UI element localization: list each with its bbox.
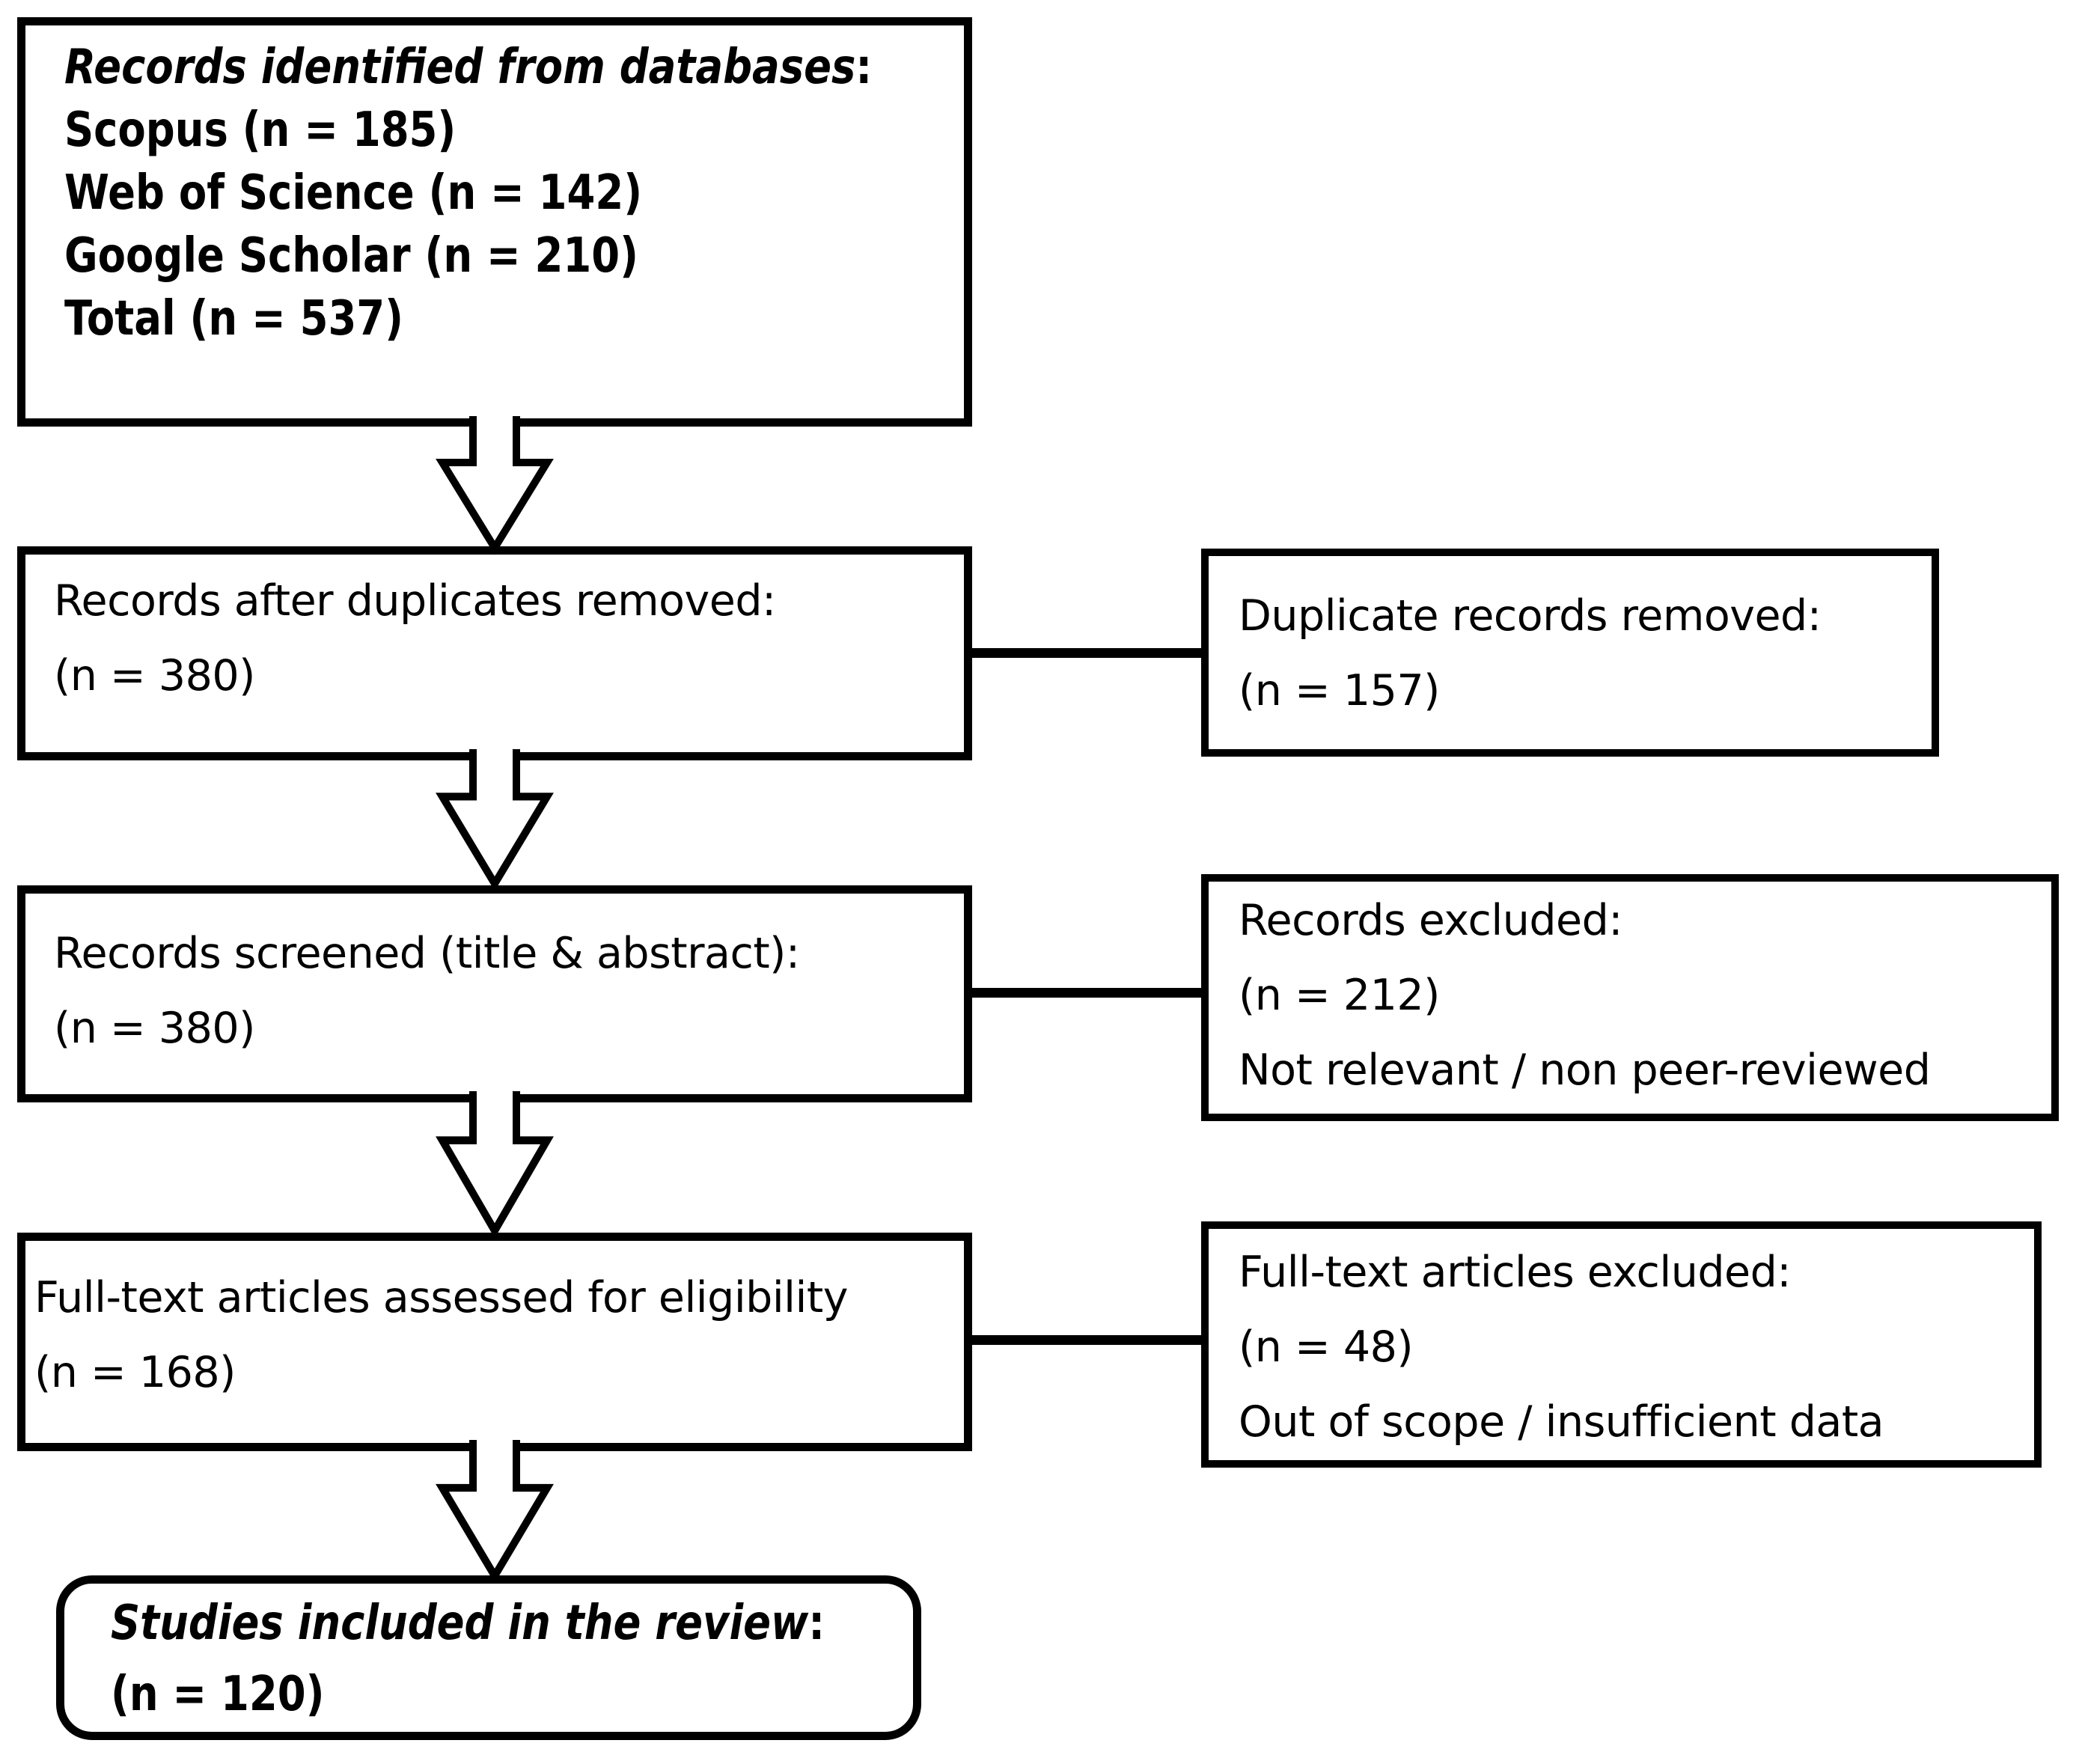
connector-line	[964, 648, 1205, 658]
records-excluded-side-box: Records excluded: (n = 212) Not relevant…	[1201, 874, 2059, 1121]
identification-line-google-scholar: Google Scholar (n = 210)	[64, 228, 638, 284]
records-screened-line1: Records screened (title & abstract):	[54, 929, 800, 978]
studies-included-text: Studies included in the review: (n = 120…	[111, 1588, 825, 1730]
records-excluded-line2: (n = 212)	[1239, 971, 1440, 1020]
records-excluded-line3: Not relevant / non peer-reviewed	[1239, 1046, 1931, 1095]
identification-text: Records identified from databases: Scopu…	[64, 36, 872, 350]
duplicate-records-removed-line1: Duplicate records removed:	[1239, 591, 1822, 641]
down-arrow-icon	[435, 1440, 555, 1584]
duplicates-removed-line2: (n = 380)	[54, 651, 255, 701]
studies-included-title-colon: :	[808, 1596, 825, 1651]
fulltext-excluded-line2: (n = 48)	[1239, 1322, 1414, 1372]
fulltext-excluded-line1: Full-text articles excluded:	[1239, 1248, 1792, 1297]
identification-title-italic: Records identified from databases	[64, 40, 856, 95]
identification-line-total: Total (n = 537)	[64, 291, 404, 347]
down-arrow-icon	[435, 416, 555, 555]
records-excluded-line1: Records excluded:	[1239, 896, 1623, 945]
duplicates-removed-box: Records after duplicates removed: (n = 3…	[17, 546, 972, 760]
fulltext-excluded-side-box: Full-text articles excluded: (n = 48) Ou…	[1201, 1221, 2042, 1468]
duplicate-records-removed-line2: (n = 157)	[1239, 666, 1440, 715]
identification-title: Records identified from databases:	[64, 36, 872, 99]
connector-line	[964, 1335, 1205, 1345]
fulltext-assessed-line2: (n = 168)	[34, 1348, 236, 1397]
studies-included-title-italic: Studies included in the review	[111, 1596, 809, 1651]
duplicates-removed-line1: Records after duplicates removed:	[54, 576, 776, 626]
down-arrow-icon	[435, 1091, 555, 1239]
records-screened-line2: (n = 380)	[54, 1004, 255, 1053]
identification-title-colon: :	[855, 40, 873, 95]
studies-included-line2: (n = 120)	[111, 1667, 325, 1722]
studies-included-box: Studies included in the review: (n = 120…	[56, 1575, 921, 1740]
fulltext-assessed-line1: Full-text articles assessed for eligibil…	[34, 1273, 848, 1322]
connector-line	[964, 988, 1205, 998]
studies-included-title: Studies included in the review:	[111, 1588, 825, 1659]
duplicate-records-removed-side-box: Duplicate records removed: (n = 157)	[1201, 549, 1939, 757]
identification-line-scopus: Scopus (n = 185)	[64, 103, 457, 158]
fulltext-excluded-line3: Out of scope / insufficient data	[1239, 1397, 1884, 1447]
down-arrow-icon	[435, 749, 555, 891]
records-screened-box: Records screened (title & abstract): (n …	[17, 885, 972, 1102]
identification-line-web-of-science: Web of Science (n = 142)	[64, 165, 643, 221]
fulltext-assessed-box: Full-text articles assessed for eligibil…	[17, 1233, 972, 1451]
identification-box: Records identified from databases: Scopu…	[17, 17, 972, 427]
